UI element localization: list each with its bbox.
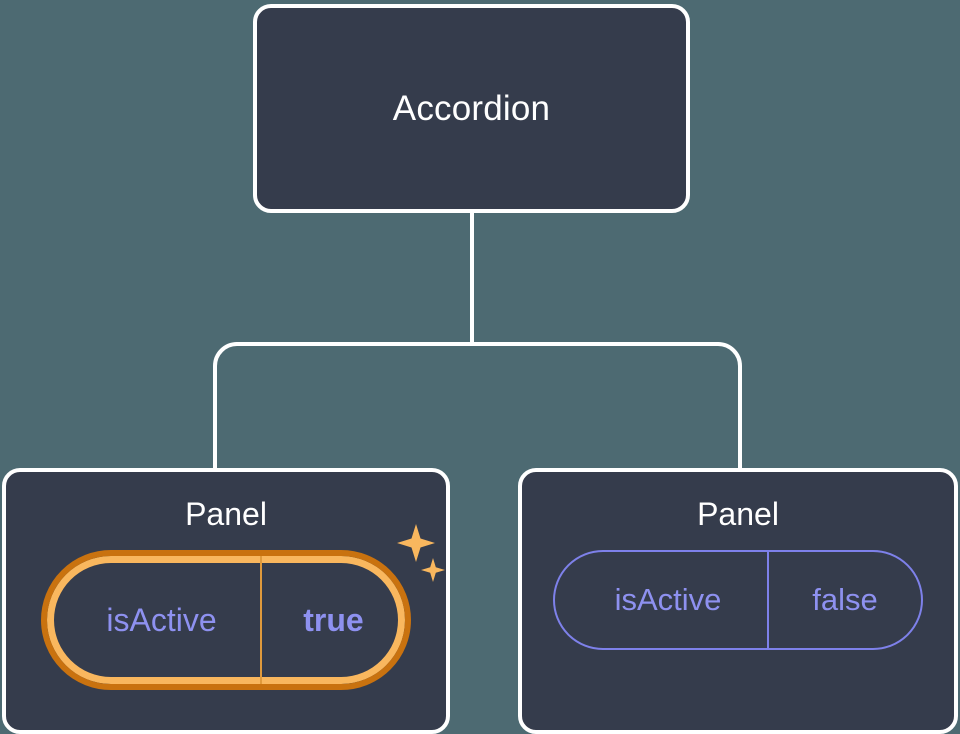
- edge-branch-left: [213, 342, 238, 468]
- prop-pill-wrap: isActive false: [553, 550, 923, 650]
- prop-value: false: [767, 552, 921, 648]
- prop-key: isActive: [614, 582, 722, 617]
- prop-pill[interactable]: isActive false: [553, 550, 923, 650]
- node-accordion[interactable]: Accordion: [253, 4, 690, 213]
- node-panel-active[interactable]: Panel isActive true: [2, 468, 450, 734]
- edge-branch-right: [717, 342, 742, 468]
- node-title: Panel: [697, 496, 779, 532]
- prop-value: true: [260, 556, 405, 684]
- node-panel-inactive[interactable]: Panel isActive false: [518, 468, 958, 734]
- prop-key: isActive: [106, 601, 217, 638]
- node-title: Accordion: [392, 89, 551, 128]
- prop-pill-wrap: isActive true: [41, 524, 445, 690]
- prop-pill-highlighted[interactable]: isActive true: [41, 550, 411, 690]
- sparkle-icon: [421, 558, 445, 582]
- node-title: Panel: [185, 496, 267, 532]
